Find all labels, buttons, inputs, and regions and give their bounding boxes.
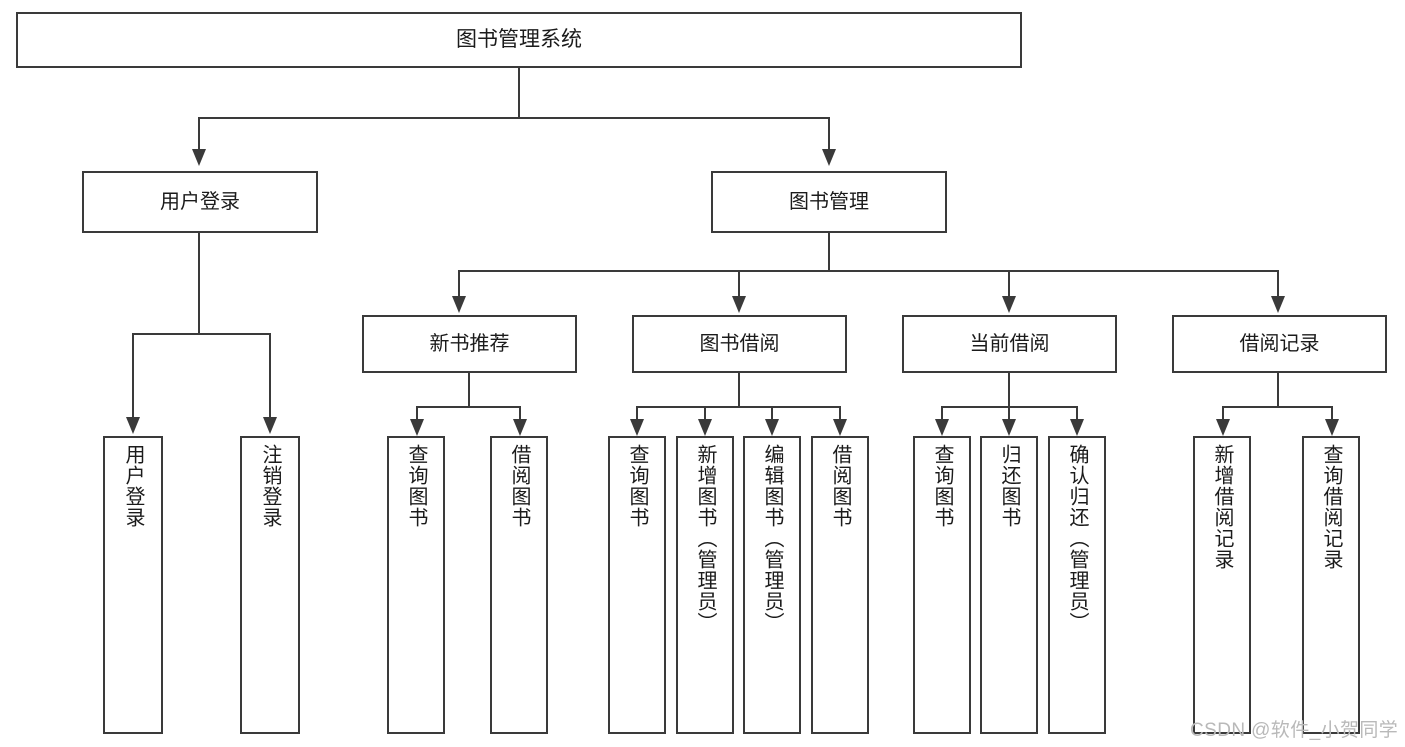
- leaf-current-borrow-query-book[interactable]: 查询图书: [913, 436, 971, 734]
- node-label: 当前借阅: [969, 332, 1050, 355]
- connector-user-login-bar: [133, 333, 271, 336]
- connector-new-book-stem: [468, 373, 471, 407]
- node-current-borrow[interactable]: 当前借阅: [902, 315, 1117, 373]
- node-label: 借阅记录: [1239, 332, 1320, 355]
- leaf-label: 借阅图书: [508, 444, 530, 528]
- node-root-book-management-system[interactable]: 图书管理系统: [16, 12, 1022, 68]
- connector-bm-to-current-borrow: [1008, 270, 1011, 298]
- arrowhead-bb-leaf-2: [698, 419, 712, 436]
- connector-borrow-record-stem: [1277, 373, 1280, 407]
- leaf-label: 注销登录: [259, 444, 281, 528]
- leaf-book-borrow-edit-book-admin[interactable]: 编辑图书（管理员）: [743, 436, 801, 734]
- node-label: 图书借阅: [699, 332, 780, 355]
- arrowhead-cb-leaf-3: [1070, 419, 1084, 436]
- leaf-label: 新增借阅记录: [1211, 444, 1233, 570]
- leaf-book-borrow-query-book[interactable]: 查询图书: [608, 436, 666, 734]
- leaf-new-book-query-book[interactable]: 查询图书: [387, 436, 445, 734]
- connector-bb-to-leaf-4: [839, 406, 842, 421]
- node-label: 图书管理系统: [456, 27, 582, 51]
- arrowhead-bb-leaf-4: [833, 419, 847, 436]
- arrowhead-bb-leaf-3: [765, 419, 779, 436]
- node-label: 新书推荐: [429, 332, 510, 355]
- connector-root-stem: [518, 68, 521, 118]
- connector-br-to-leaf-2: [1331, 406, 1334, 421]
- connector-new-book-bar: [417, 406, 521, 409]
- connector-new-book-to-leaf-1: [416, 406, 419, 421]
- arrowhead-bb-leaf-1: [630, 419, 644, 436]
- connector-book-management-bar: [459, 270, 1279, 273]
- leaf-borrow-record-add-record[interactable]: 新增借阅记录: [1193, 436, 1251, 734]
- connector-bb-to-leaf-1: [636, 406, 639, 421]
- arrowhead-user-login-leaf-1: [126, 417, 140, 434]
- leaf-label: 归还图书: [998, 444, 1020, 528]
- leaf-book-borrow-add-book-admin[interactable]: 新增图书（管理员）: [676, 436, 734, 734]
- arrowhead-user-login: [192, 149, 206, 166]
- connector-book-borrow-bar: [637, 406, 841, 409]
- connector-user-login-stem: [198, 233, 201, 334]
- node-book-borrow[interactable]: 图书借阅: [632, 315, 847, 373]
- connector-root-to-book-management: [828, 117, 831, 151]
- connector-borrow-record-bar: [1223, 406, 1333, 409]
- leaf-label: 查询图书: [931, 444, 953, 528]
- connector-bb-to-leaf-3: [771, 406, 774, 421]
- node-book-management[interactable]: 图书管理: [711, 171, 947, 233]
- node-borrow-record[interactable]: 借阅记录: [1172, 315, 1387, 373]
- connector-user-login-to-leaf-1: [132, 333, 135, 419]
- arrowhead-current-borrow: [1002, 296, 1016, 313]
- node-label: 用户登录: [160, 190, 240, 213]
- node-label: 图书管理: [789, 190, 869, 213]
- leaf-label: 新增图书（管理员）: [694, 444, 716, 633]
- leaf-label: 查询图书: [626, 444, 648, 528]
- leaf-current-borrow-confirm-return-admin[interactable]: 确认归还（管理员）: [1048, 436, 1106, 734]
- connector-root-to-user-login: [198, 117, 201, 151]
- leaf-label: 借阅图书: [829, 444, 851, 528]
- arrowhead-borrow-record: [1271, 296, 1285, 313]
- leaf-label: 用户登录: [122, 444, 144, 528]
- arrowhead-new-book-leaf-1: [410, 419, 424, 436]
- arrowhead-new-book-leaf-2: [513, 419, 527, 436]
- leaf-new-book-borrow-book[interactable]: 借阅图书: [490, 436, 548, 734]
- connector-new-book-to-leaf-2: [519, 406, 522, 421]
- arrowhead-user-login-leaf-2: [263, 417, 277, 434]
- connector-bb-to-leaf-2: [704, 406, 707, 421]
- arrowhead-book-management: [822, 149, 836, 166]
- leaf-borrow-record-query-record[interactable]: 查询借阅记录: [1302, 436, 1360, 734]
- connector-book-borrow-stem: [738, 373, 741, 407]
- connector-bm-to-new-book: [458, 270, 461, 298]
- arrowhead-br-leaf-2: [1325, 419, 1339, 436]
- node-new-book-recommend[interactable]: 新书推荐: [362, 315, 577, 373]
- connector-cb-to-leaf-1: [941, 406, 944, 421]
- leaf-current-borrow-return-book[interactable]: 归还图书: [980, 436, 1038, 734]
- leaf-user-login-logout[interactable]: 注销登录: [240, 436, 300, 734]
- arrowhead-new-book-recommend: [452, 296, 466, 313]
- arrowhead-cb-leaf-2: [1002, 419, 1016, 436]
- connector-bm-to-borrow-record: [1277, 270, 1280, 298]
- leaf-user-login-login[interactable]: 用户登录: [103, 436, 163, 734]
- connector-bm-to-book-borrow: [738, 270, 741, 298]
- connector-current-borrow-stem: [1008, 373, 1011, 407]
- node-user-login[interactable]: 用户登录: [82, 171, 318, 233]
- connector-root-bar: [199, 117, 830, 120]
- connector-book-management-stem: [828, 233, 831, 271]
- leaf-label: 查询借阅记录: [1320, 444, 1342, 570]
- leaf-label: 确认归还（管理员）: [1066, 444, 1088, 633]
- connector-br-to-leaf-1: [1222, 406, 1225, 421]
- leaf-label: 查询图书: [405, 444, 427, 528]
- connector-cb-to-leaf-2: [1008, 406, 1011, 421]
- leaf-book-borrow-borrow-book[interactable]: 借阅图书: [811, 436, 869, 734]
- connector-cb-to-leaf-3: [1076, 406, 1079, 421]
- leaf-label: 编辑图书（管理员）: [761, 444, 783, 633]
- arrowhead-cb-leaf-1: [935, 419, 949, 436]
- arrowhead-br-leaf-1: [1216, 419, 1230, 436]
- connector-user-login-to-leaf-2: [269, 333, 272, 419]
- arrowhead-book-borrow: [732, 296, 746, 313]
